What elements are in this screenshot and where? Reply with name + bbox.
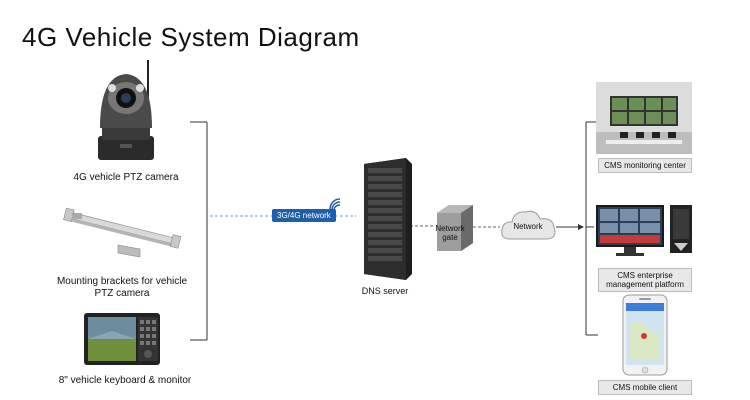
ptz-camera-icon (98, 60, 154, 160)
dns-server-icon (364, 158, 412, 280)
wireless-signal-icon (329, 198, 341, 210)
mobile-client-icon (622, 294, 668, 376)
network-badge: 3G/4G network (272, 209, 336, 222)
network-gate-icon (437, 205, 473, 251)
management-platform-icon (596, 205, 692, 256)
network-gate-label: Network gate (435, 224, 465, 242)
mounting-bracket-icon (63, 207, 182, 258)
ptz-camera-label: 4G vehicle PTZ camera (73, 172, 179, 183)
page-title: 4G Vehicle System Diagram (22, 22, 360, 52)
network-cloud-icon (501, 210, 556, 240)
network-cloud-label: Network (513, 222, 543, 231)
keyboard-monitor-label: 8" vehicle keyboard & monitor (58, 375, 192, 386)
monitoring-center-icon (596, 82, 692, 154)
mobile-client-label: CMS mobile client (598, 380, 692, 395)
management-platform-label: CMS enterprise management platform (598, 268, 692, 292)
dns-server-label: DNS server (361, 286, 409, 296)
keyboard-monitor-icon (84, 313, 160, 365)
mounting-bracket-label: Mounting brackets for vehicle PTZ camera (56, 276, 188, 299)
monitoring-center-label: CMS monitoring center (598, 158, 692, 173)
arrow-head (578, 224, 584, 230)
